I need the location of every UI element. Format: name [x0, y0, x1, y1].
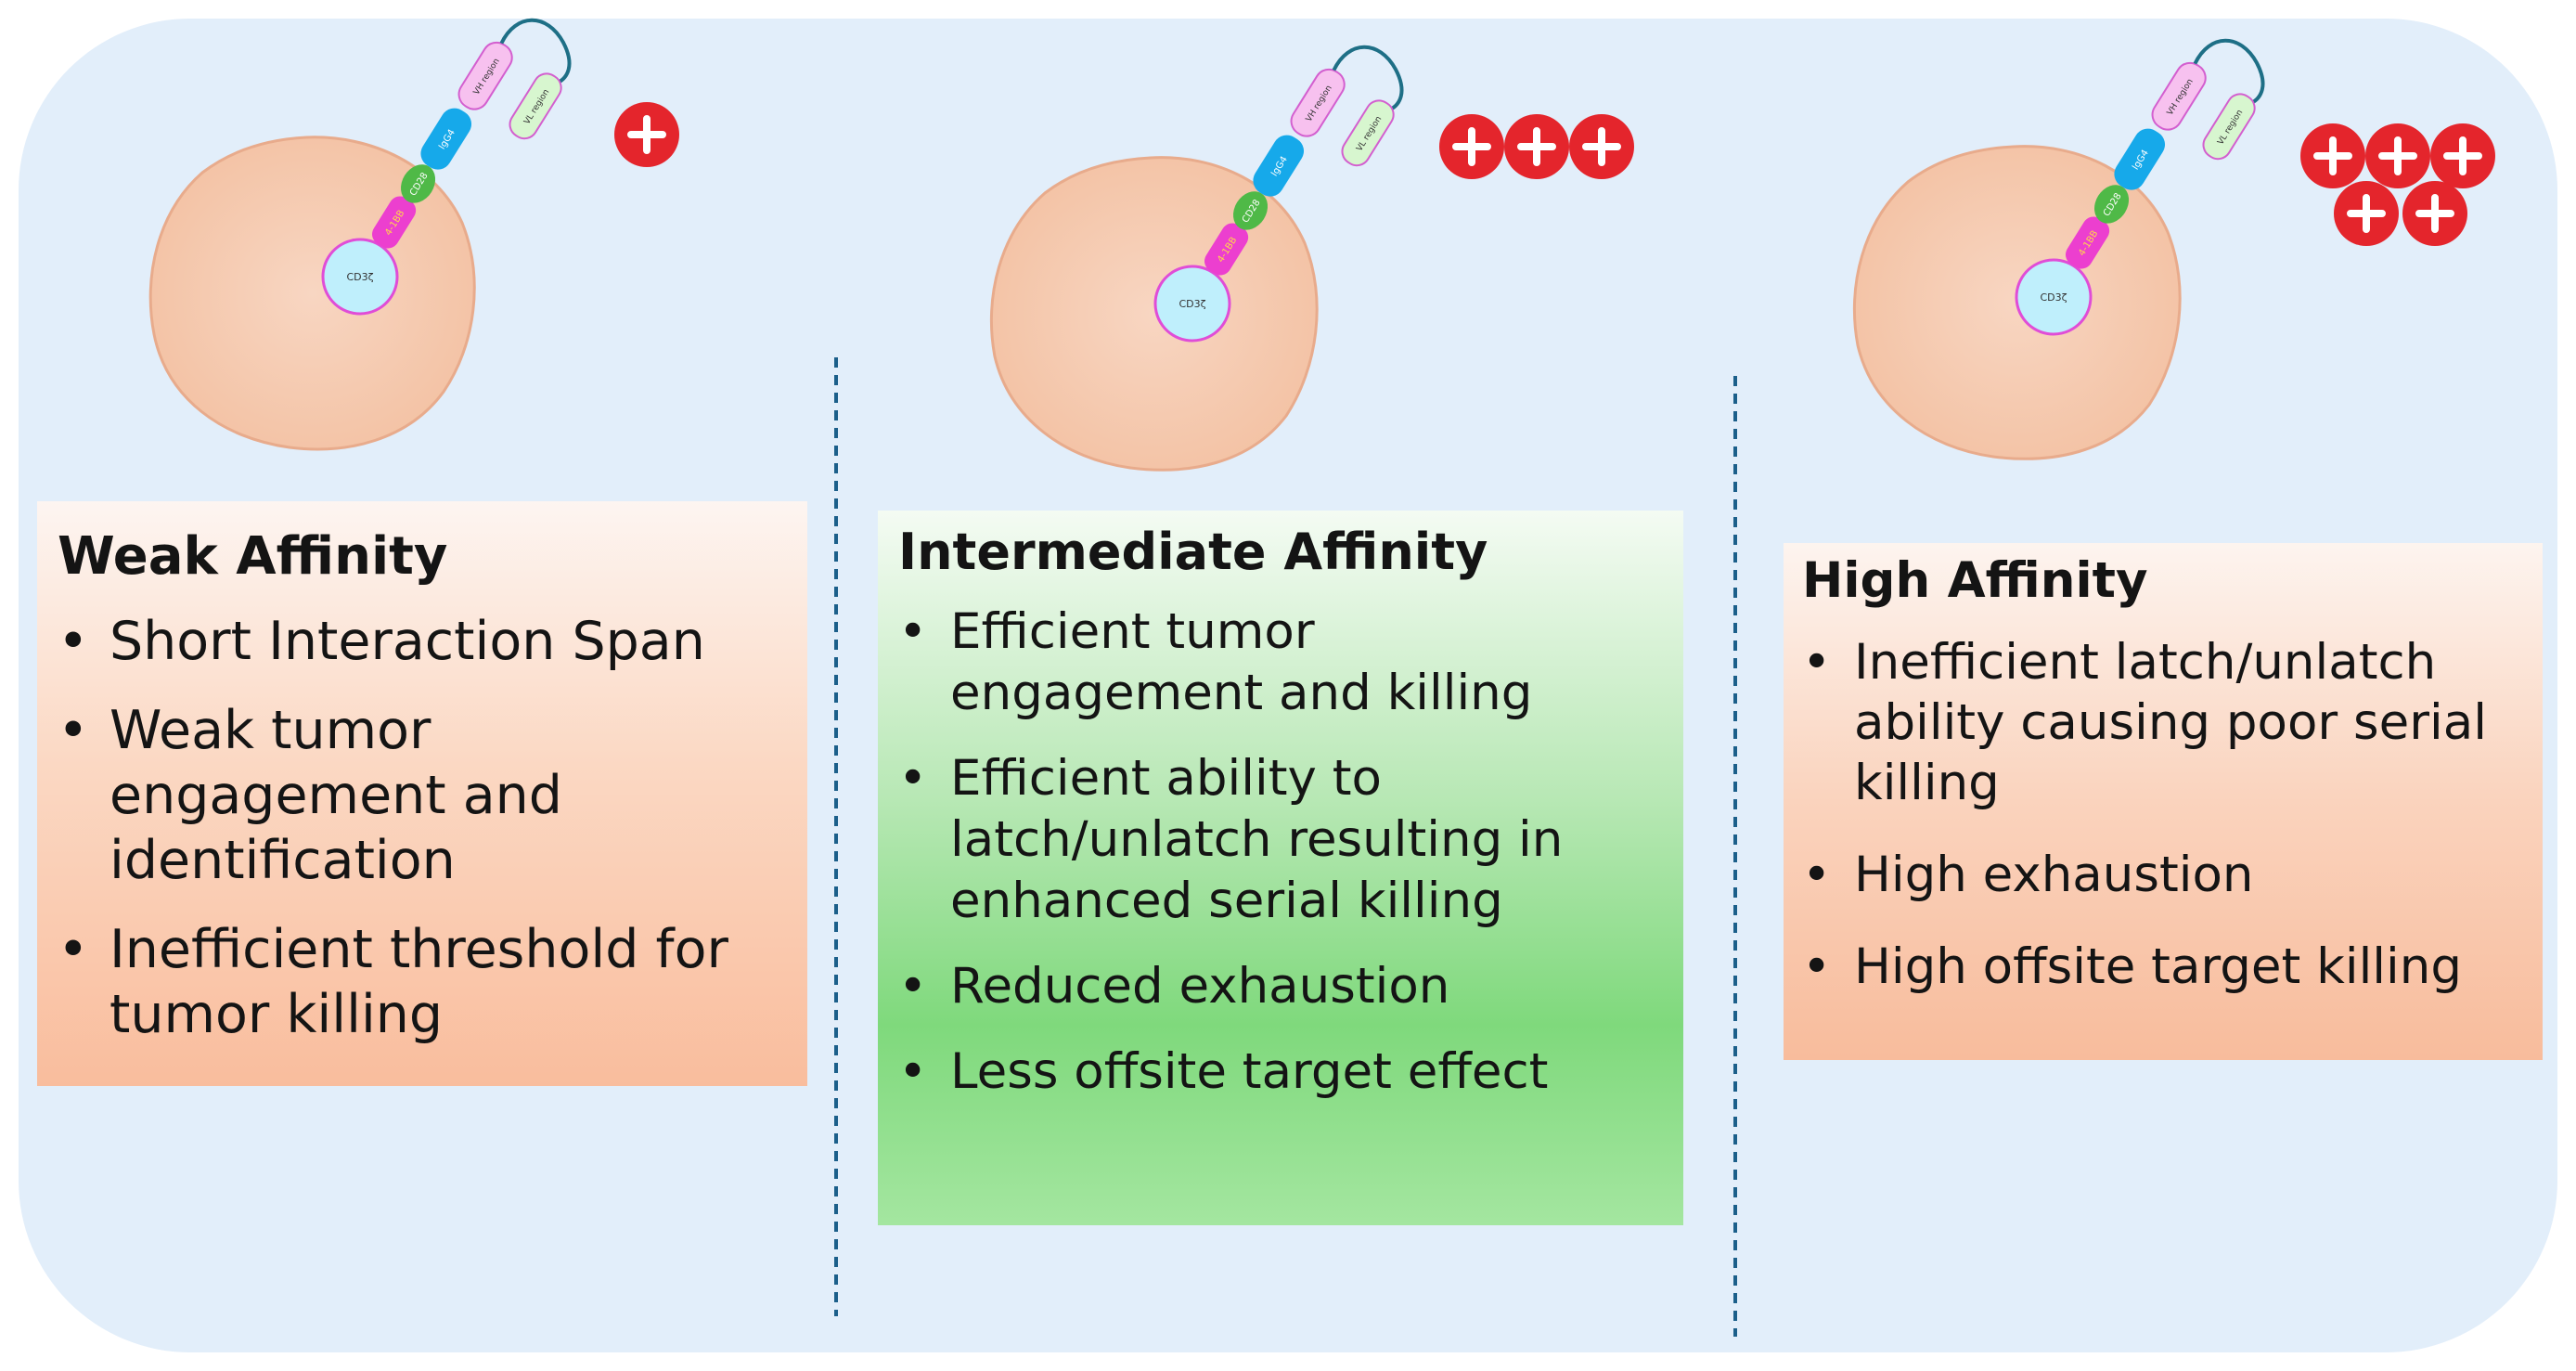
intermediate-affinity-box: Intermediate Affinity • Efficient tumor e…	[878, 511, 1683, 1225]
bullet-text: Efficient ability to latch/unlatch resul…	[950, 750, 1564, 929]
cd3z-label: CD3ζ	[1179, 298, 1205, 310]
list-item: • Efficient ability to latch/unlatch resu…	[898, 748, 1683, 932]
car-construct: CD3ζ 4-1BB CD28 IgG4 VH region VL region	[2015, 38, 2265, 336]
bullet-text: Inefficient latch/unlatch ability causin…	[1854, 634, 2487, 811]
igg4-domain	[1253, 135, 1305, 197]
intermediate-affinity-title: Intermediate Affinity	[898, 523, 1488, 581]
cd3z-label: CD3ζ	[2040, 291, 2067, 304]
cd28-domain	[2093, 185, 2130, 224]
bullet: •	[898, 958, 928, 1015]
cd28-domain	[400, 164, 436, 203]
cd28-domain	[1232, 191, 1269, 230]
tumor-cell-group-high: CD3ζ 4-1BB CD28 IgG4 VH region VL region	[1852, 38, 2495, 460]
vl-region	[509, 72, 562, 140]
igg4-domain	[420, 108, 472, 170]
list-item: • Efficient tumor engagement and killing	[898, 601, 1683, 724]
tumor-cell-group-weak: CD3ζ 4-1BB CD28 IgG4 VH region VL region	[148, 18, 679, 451]
list-item: • Inefficient threshold for tumor killing	[58, 917, 807, 1047]
list-item: • High offsite target killing	[1802, 937, 2543, 997]
list-item: • Less offsite target effect	[898, 1041, 1683, 1103]
linker	[2193, 38, 2265, 105]
igg4-domain	[2114, 128, 2166, 190]
vh-region	[2151, 61, 2207, 131]
bullet: •	[58, 611, 89, 672]
high-affinity-list: • Inefficient latch/unlatch ability causi…	[1802, 632, 2543, 997]
bullet: •	[1802, 938, 1832, 995]
bullet-text: Less offsite target effect	[950, 1043, 1549, 1100]
linker	[499, 18, 572, 84]
high-affinity-title: High Affinity	[1802, 552, 2148, 609]
car-construct: CD3ζ 4-1BB CD28 IgG4 VH region VL region	[321, 18, 572, 316]
tumor-cell-group-intermediate: CD3ζ 4-1BB CD28 IgG4 VH region VL region	[989, 45, 1634, 472]
list-item: • Short Interaction Span	[58, 609, 807, 674]
bullet: •	[1802, 634, 1832, 691]
plus-icon	[2402, 181, 2467, 246]
weak-affinity-title: Weak Affinity	[58, 526, 448, 587]
tumor-cell	[989, 156, 1319, 472]
plus-icon	[614, 102, 679, 167]
plus-icon	[2334, 181, 2399, 246]
vh-region	[1290, 68, 1346, 137]
cd3z-label: CD3ζ	[346, 271, 373, 283]
costim-domain	[2066, 216, 2110, 269]
bullet: •	[58, 700, 89, 761]
weak-affinity-list: • Short Interaction Span • Weak tumor enga…	[58, 609, 807, 1047]
bullet: •	[898, 750, 928, 807]
bullet-text: Inefficient threshold for tumor killing	[109, 919, 728, 1045]
high-affinity-box: High Affinity • Inefficient latch/unlatch…	[1784, 543, 2543, 1060]
list-item: • High exhaustion	[1802, 845, 2543, 905]
bullet: •	[58, 919, 89, 980]
vh-region	[457, 41, 513, 110]
bullet: •	[898, 1043, 928, 1100]
car-construct: CD3ζ 4-1BB CD28 IgG4 VH region VL region	[1153, 45, 1404, 343]
list-item: • Reduced exhaustion	[898, 956, 1683, 1017]
bullet-text: High exhaustion	[1854, 847, 2254, 903]
bullet-text: Short Interaction Span	[109, 611, 705, 672]
costim-domain	[1204, 223, 1249, 276]
plus-icon	[1569, 114, 1634, 179]
vl-region	[1341, 99, 1395, 167]
plus-icon	[1439, 114, 1504, 179]
plus-icon	[2365, 123, 2430, 188]
bullet-text: Reduced exhaustion	[950, 958, 1450, 1015]
bullet-text: Weak tumor engagement and identification	[109, 700, 562, 891]
bullet-text: High offsite target killing	[1854, 938, 2462, 995]
bullet-text: Efficient tumor engagement and killing	[950, 603, 1533, 721]
linker	[1332, 45, 1404, 111]
costim-domain	[372, 196, 417, 249]
weak-affinity-box: Weak Affinity • Short Interaction Span • W…	[37, 501, 807, 1086]
list-item: • Weak tumor engagement and identificatio…	[58, 698, 807, 893]
plus-icon	[1504, 114, 1569, 179]
intermediate-affinity-list: •Efficient tumor engagement and killing …	[898, 601, 1683, 1103]
vl-region	[2202, 93, 2256, 161]
bullet: •	[898, 603, 928, 660]
plus-icon	[2430, 123, 2495, 188]
plus-icon	[2300, 123, 2365, 188]
bullet: •	[1802, 847, 1832, 903]
list-item: • Inefficient latch/unlatch ability causi…	[1802, 632, 2543, 813]
